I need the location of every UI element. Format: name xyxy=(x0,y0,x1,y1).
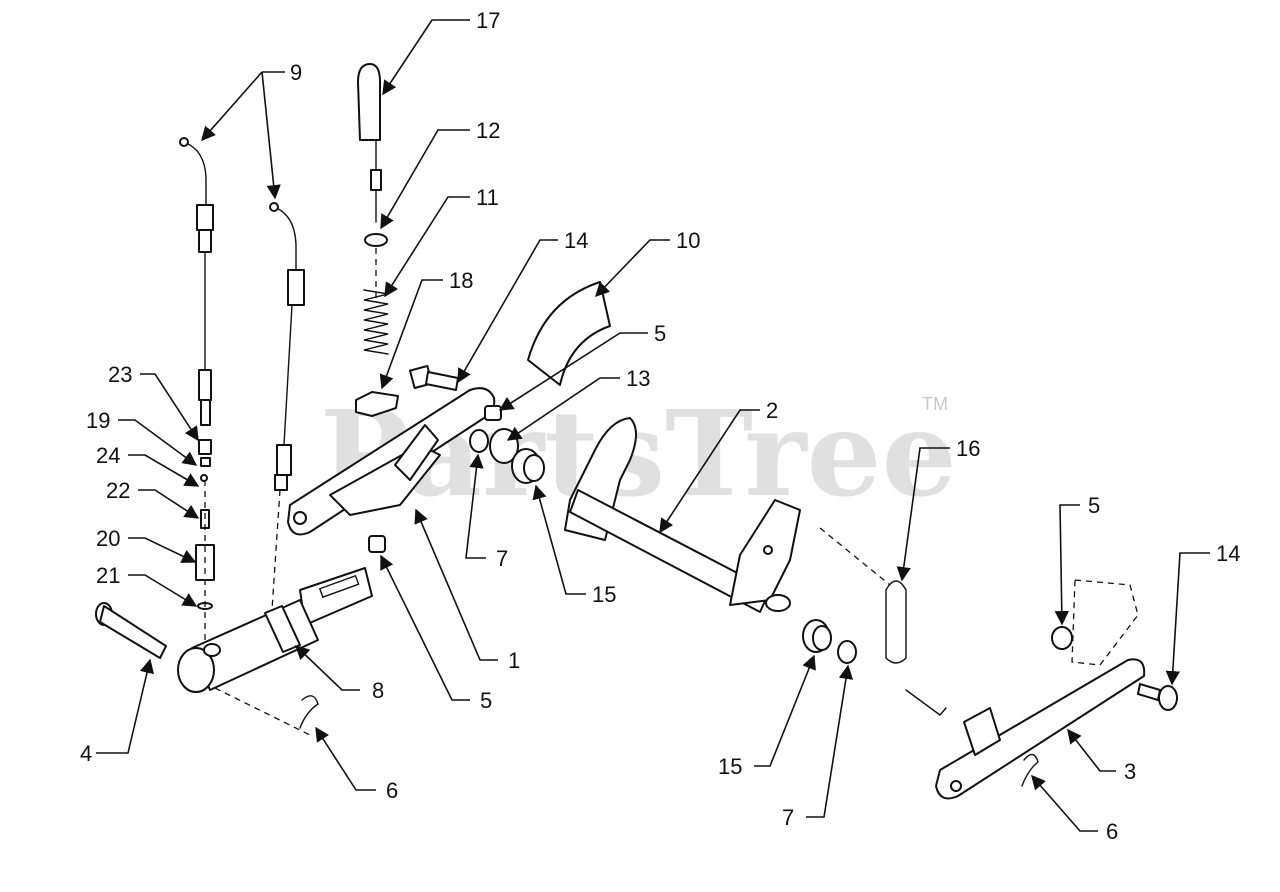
callout-14-upper: 14 xyxy=(564,228,588,253)
callout-16: 16 xyxy=(956,436,980,461)
callout-3: 3 xyxy=(1124,759,1136,784)
bolt-part-14-upper xyxy=(408,364,459,391)
callout-24: 24 xyxy=(96,443,120,468)
fitting-part-23 xyxy=(198,439,212,455)
lift-arm-part-3 xyxy=(935,658,1146,800)
hidden-part-outline xyxy=(1071,579,1139,666)
callout-5-right: 5 xyxy=(1088,493,1100,518)
nut-part-5-upper xyxy=(484,405,502,421)
fitting-part-24 xyxy=(200,474,208,482)
callout-6-left: 6 xyxy=(386,778,398,803)
bushing-part-15-right xyxy=(802,619,832,653)
callout-11: 11 xyxy=(476,185,499,210)
callout-7-right: 7 xyxy=(782,805,794,830)
ring-part-7-right xyxy=(837,640,857,664)
handle-part-17 xyxy=(357,63,382,223)
hairpin-clip-part-6-right xyxy=(1021,753,1039,787)
callout-5-upper: 5 xyxy=(654,321,666,346)
callout-9: 9 xyxy=(290,60,302,85)
washer-part-12 xyxy=(364,233,388,247)
callout-2: 2 xyxy=(766,398,778,423)
pivot-tube-part-8 xyxy=(177,567,373,693)
callout-18: 18 xyxy=(449,268,473,293)
spring-part-11 xyxy=(363,289,389,355)
assembly-line-cable xyxy=(271,489,281,611)
bolt-part-14-right xyxy=(1137,683,1178,711)
ring-part-7-left xyxy=(469,429,489,453)
segment-plate-part-10 xyxy=(527,281,611,386)
fitting-part-19 xyxy=(200,457,211,467)
callout-10: 10 xyxy=(676,228,700,253)
rod-part-16-end xyxy=(905,689,947,716)
callout-5-lower: 5 xyxy=(480,688,492,713)
bushing-part-15-left xyxy=(511,448,545,484)
callout-8: 8 xyxy=(372,678,384,703)
watermark-tm: TM xyxy=(922,394,948,414)
nut-part-5-lower xyxy=(368,535,386,553)
callout-1: 1 xyxy=(508,648,520,673)
rod-part-16 xyxy=(885,580,907,664)
callout-20: 20 xyxy=(96,526,120,551)
callout-12: 12 xyxy=(476,118,500,143)
cable-part-9-left xyxy=(179,137,214,426)
lift-shaft-part-2 xyxy=(564,417,801,613)
callout-15-left: 15 xyxy=(592,582,616,607)
callout-19: 19 xyxy=(86,408,110,433)
callout-14-right: 14 xyxy=(1216,541,1240,566)
callout-21: 21 xyxy=(96,563,120,588)
latch-part-18 xyxy=(355,391,399,417)
cable-part-9-right xyxy=(269,202,305,491)
callout-17: 17 xyxy=(476,8,500,33)
pin-part-4 xyxy=(95,602,167,659)
callout-4: 4 xyxy=(80,741,92,766)
callout-leaders xyxy=(96,19,1210,832)
nut-part-5-right xyxy=(1051,626,1073,650)
callout-23: 23 xyxy=(108,362,132,387)
callout-15-right: 15 xyxy=(718,754,742,779)
assembly-line-pin xyxy=(214,687,311,736)
callout-13: 13 xyxy=(626,366,650,391)
hairpin-clip-part-6-left xyxy=(299,695,319,729)
callout-22: 22 xyxy=(106,478,130,503)
assembly-line-shaft xyxy=(819,527,891,586)
callout-7-left: 7 xyxy=(496,546,508,571)
callout-6-right: 6 xyxy=(1106,819,1118,844)
